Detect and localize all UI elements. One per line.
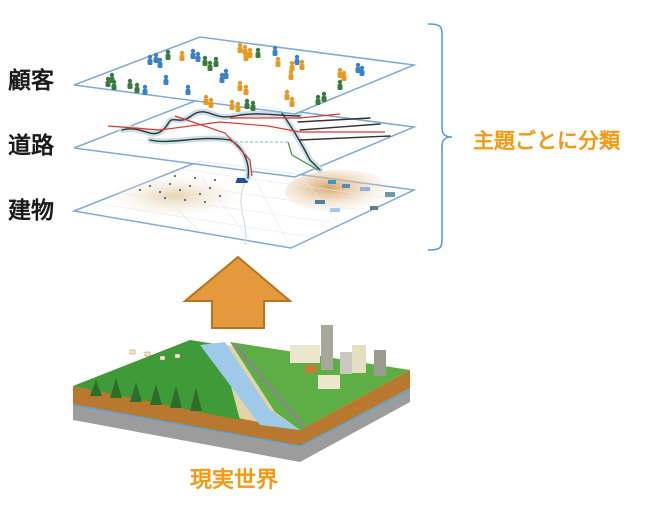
buildings-layer bbox=[71, 160, 417, 249]
real-world-terrain-illustration bbox=[72, 325, 411, 462]
up-arrow-icon bbox=[182, 255, 293, 329]
layer-label-buildings: 建物 bbox=[8, 198, 54, 224]
customers-layer bbox=[73, 36, 417, 115]
layer-label-customers: 顧客 bbox=[8, 68, 54, 94]
layer-label-roads: 道路 bbox=[8, 133, 54, 159]
classify-by-theme-label: 主題ごとに分類 bbox=[473, 129, 620, 153]
brace-icon bbox=[427, 23, 453, 251]
real-world-label: 現実世界 bbox=[190, 468, 279, 493]
roads-layer bbox=[73, 98, 417, 181]
